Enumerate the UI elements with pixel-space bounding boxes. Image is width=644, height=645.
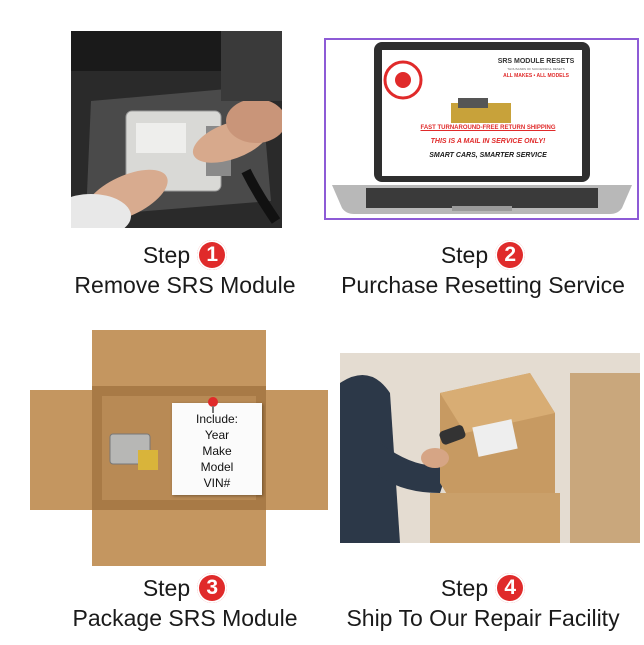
step-2-title: Purchase Resetting Service	[341, 272, 625, 298]
step-2-caption: Step 2 Purchase Resetting Service	[322, 240, 644, 300]
note-line-make: Make	[202, 444, 232, 458]
step-1-caption: Step 1 Remove SRS Module	[24, 240, 346, 300]
screen-slogan: SMART CARS, SMARTER SERVICE	[429, 152, 547, 159]
step-1-title: Remove SRS Module	[74, 272, 296, 298]
box-icon	[440, 373, 555, 523]
step-1-word: Step	[142, 242, 191, 268]
package-scan-illustration	[340, 353, 640, 543]
screen-headline: SRS MODULE RESETS	[497, 58, 575, 65]
note-line-model: Model	[200, 460, 234, 474]
step-1-badge: 1	[197, 240, 228, 270]
shipping-photo	[340, 353, 640, 543]
step-3-word: Step	[142, 575, 191, 601]
step-3-badge: 3	[197, 573, 228, 603]
step-2-badge: 2	[495, 240, 526, 270]
step-2-word: Step	[440, 242, 489, 268]
srs-logo-icon	[383, 60, 423, 100]
screen-makes: ALL MAKES • ALL MODELS	[503, 73, 569, 79]
include-note: Include: Year Make Model VIN#	[172, 403, 262, 495]
screen-tagline: THOUSANDS OF SUCCESSFUL RESETS	[507, 67, 565, 71]
laptop-image-frame: SRS MODULE RESETS THOUSANDS OF SUCCESSFU…	[324, 38, 639, 220]
pushpin-icon	[208, 397, 218, 413]
step-3-title: Package SRS Module	[72, 605, 298, 631]
laptop-illustration	[332, 42, 632, 214]
note-line-vin: VIN#	[203, 476, 231, 490]
note-line-include: Include:	[195, 412, 239, 426]
step-4-title: Ship To Our Repair Facility	[346, 605, 620, 631]
step-4-caption: Step 4 Ship To Our Repair Facility	[322, 573, 644, 633]
screen-mail-in: THIS IS A MAIL IN SERVICE ONLY!	[430, 138, 546, 145]
step-4-word: Step	[440, 575, 489, 601]
screen-shipping: FAST TURNAROUND-FREE RETURN SHIPPING	[420, 125, 556, 131]
remove-module-photo	[71, 31, 282, 228]
step-4-badge: 4	[495, 573, 526, 603]
step-3-caption: Step 3 Package SRS Module	[24, 573, 346, 633]
remove-module-illustration	[71, 31, 282, 228]
note-line-year: Year	[204, 428, 230, 442]
